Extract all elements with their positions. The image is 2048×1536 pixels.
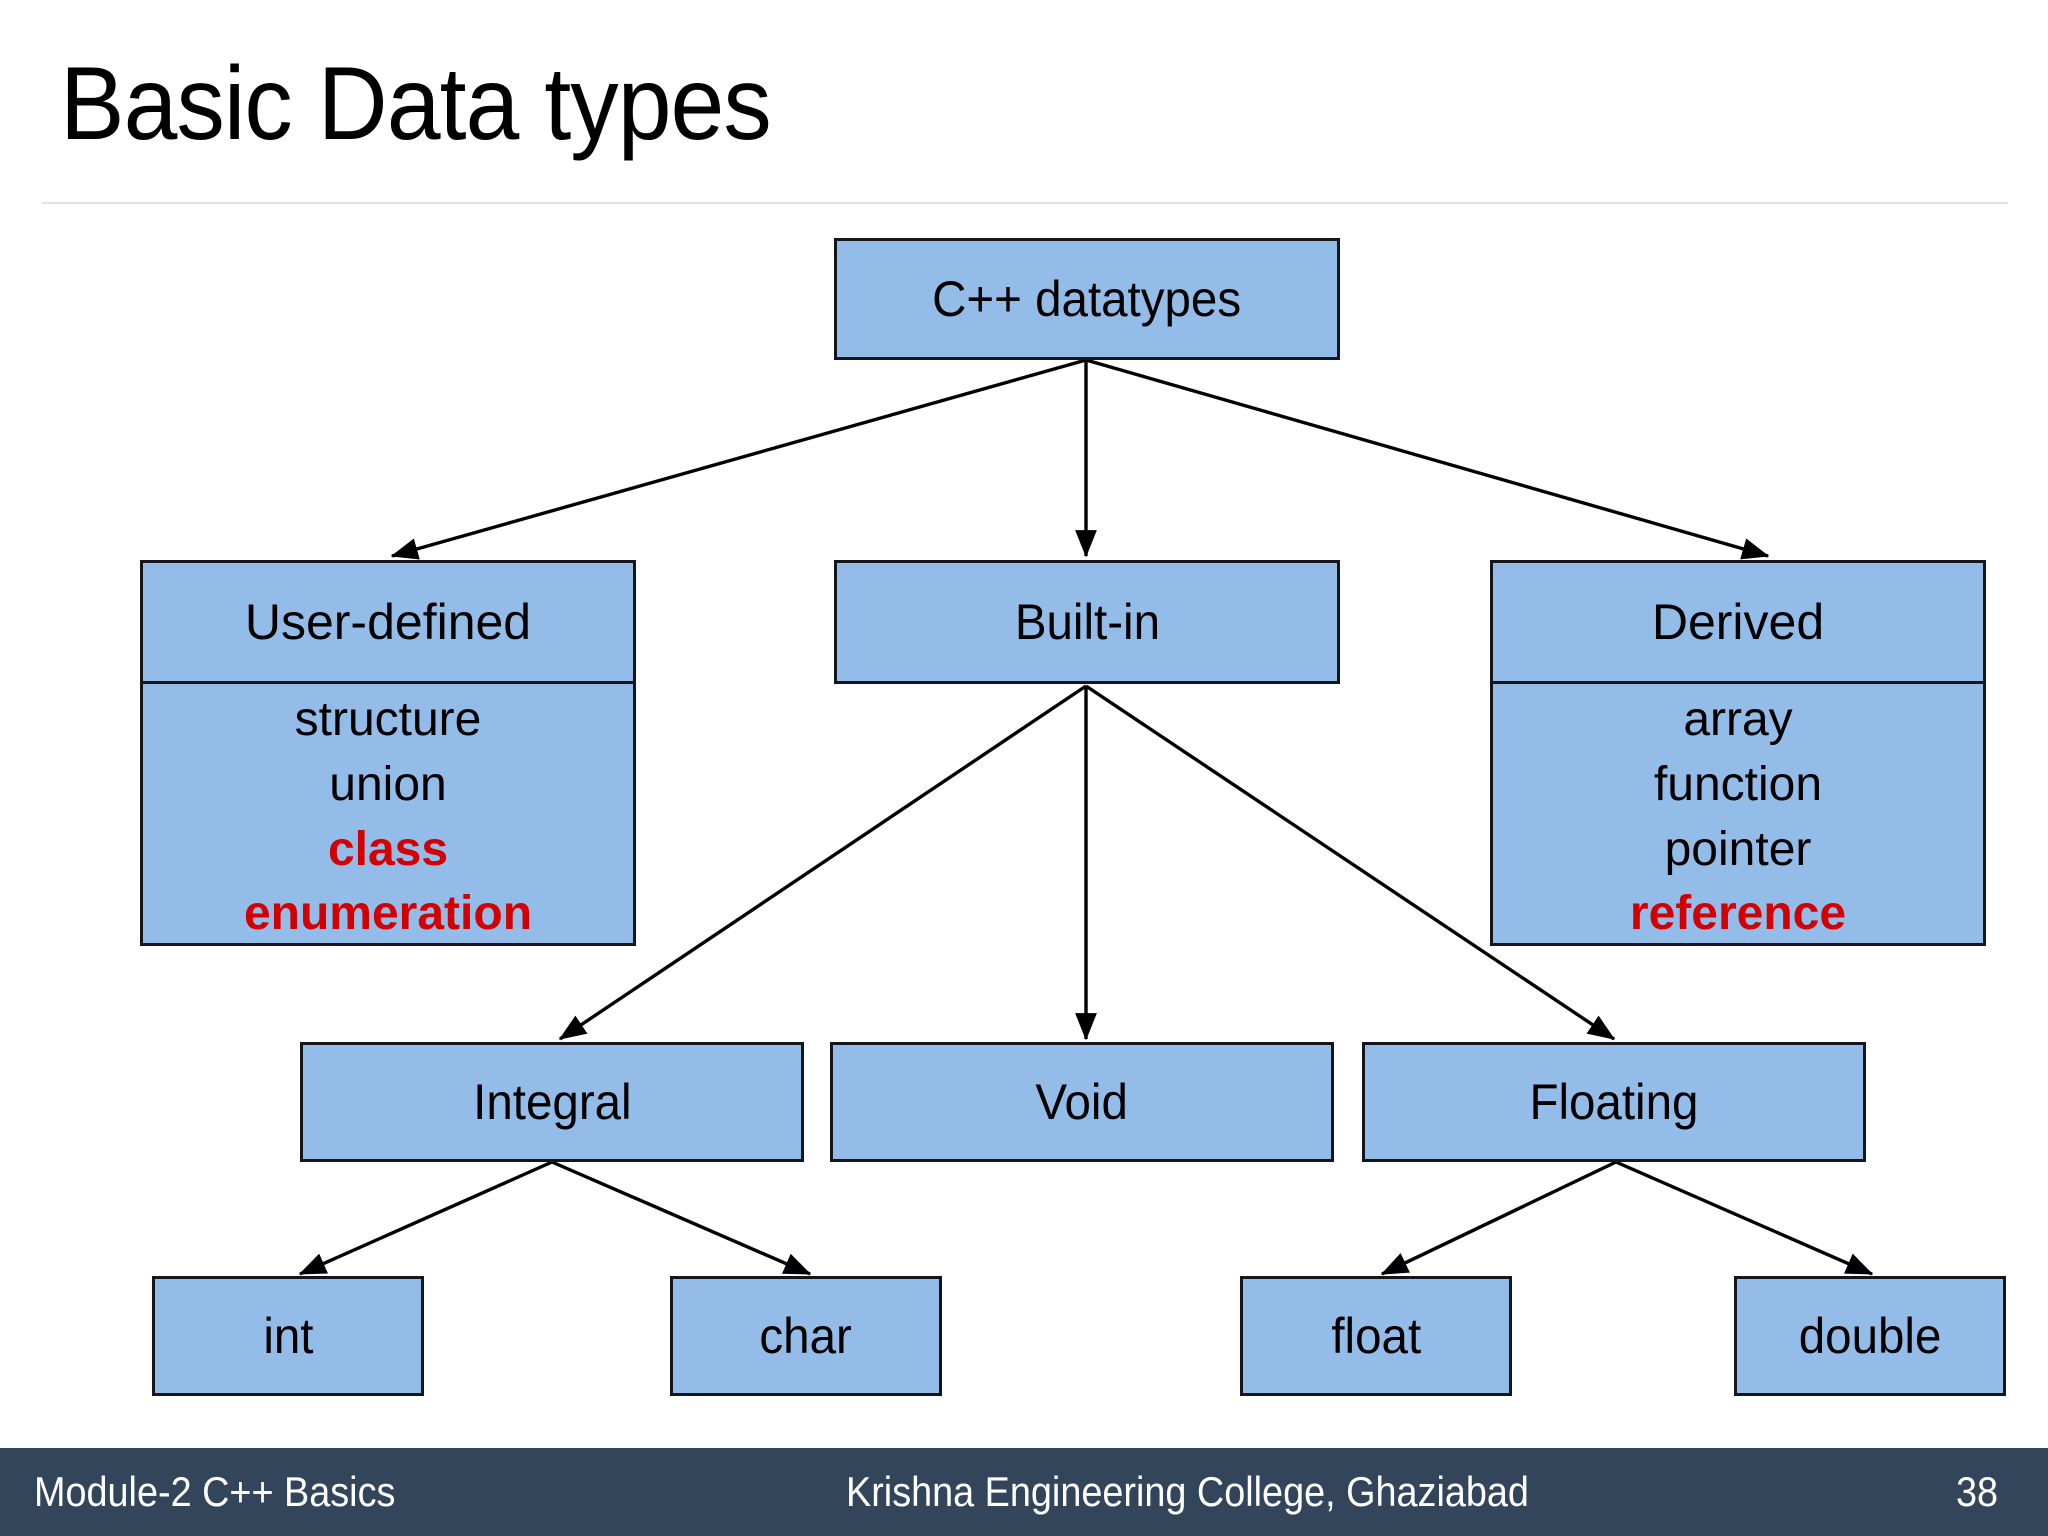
page-title: Basic Data types bbox=[60, 46, 772, 162]
slide-number: 38 bbox=[1956, 1468, 1999, 1515]
node-derived-items: array function pointer reference bbox=[1493, 684, 1983, 953]
node-char[interactable]: char bbox=[670, 1276, 942, 1396]
node-floating-label: Floating bbox=[1529, 1074, 1699, 1130]
node-float-label: float bbox=[1331, 1308, 1421, 1364]
node-double-label: double bbox=[1798, 1308, 1942, 1364]
list-item: function bbox=[1653, 757, 1823, 811]
node-int[interactable]: int bbox=[152, 1276, 424, 1396]
node-integral-label: Integral bbox=[472, 1074, 632, 1130]
node-int-label: int bbox=[262, 1308, 314, 1364]
node-char-label: char bbox=[759, 1308, 853, 1364]
node-integral[interactable]: Integral bbox=[300, 1042, 804, 1162]
node-cpp-datatypes[interactable]: C++ datatypes bbox=[834, 238, 1340, 360]
node-derived-label: Derived bbox=[1493, 563, 1983, 684]
list-item: class bbox=[327, 822, 449, 876]
footer-module-label: Module-2 C++ Basics bbox=[34, 1468, 396, 1515]
node-user-defined-label: User-defined bbox=[143, 563, 633, 684]
list-item: enumeration bbox=[243, 887, 533, 941]
slide-footer: Module-2 C++ Basics Krishna Engineering … bbox=[0, 1448, 2048, 1536]
title-divider bbox=[42, 202, 2008, 204]
node-double[interactable]: double bbox=[1734, 1276, 2006, 1396]
node-built-in-label: Built-in bbox=[1014, 594, 1160, 650]
list-item: structure bbox=[294, 693, 482, 746]
datatype-tree-diagram: C++ datatypes User-defined structure uni… bbox=[140, 238, 2006, 1396]
footer-institution-label: Krishna Engineering College, Ghaziabad bbox=[846, 1468, 1529, 1515]
node-built-in[interactable]: Built-in bbox=[834, 560, 1340, 684]
node-user-defined-items: structure union class enumeration bbox=[143, 684, 633, 953]
node-void-label: Void bbox=[1035, 1074, 1129, 1130]
node-derived[interactable]: Derived array function pointer reference bbox=[1490, 560, 1986, 946]
node-cpp-datatypes-label: C++ datatypes bbox=[932, 271, 1242, 327]
list-item: array bbox=[1683, 693, 1793, 746]
list-item: pointer bbox=[1664, 822, 1812, 876]
node-float[interactable]: float bbox=[1240, 1276, 1512, 1396]
node-floating[interactable]: Floating bbox=[1362, 1042, 1866, 1162]
node-void[interactable]: Void bbox=[830, 1042, 1334, 1162]
list-item: union bbox=[329, 757, 447, 811]
list-item: reference bbox=[1629, 887, 1847, 941]
node-user-defined[interactable]: User-defined structure union class enume… bbox=[140, 560, 636, 946]
